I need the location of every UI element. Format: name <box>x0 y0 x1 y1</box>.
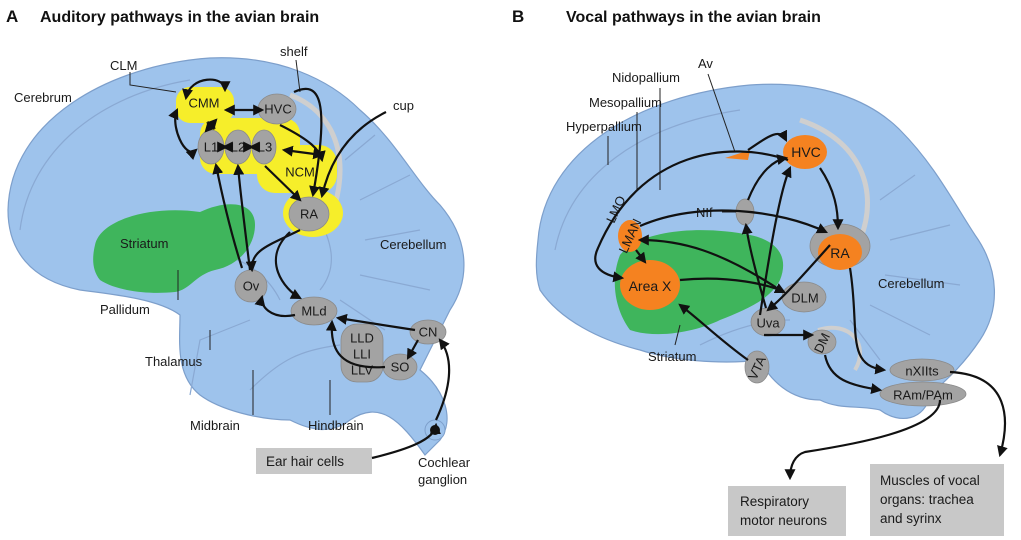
label-hyperpallium: Hyperpallium <box>566 119 642 134</box>
label-nif: NIf <box>696 205 713 220</box>
label-nidopallium: Nidopallium <box>612 70 680 85</box>
node-ra-a: RA <box>300 207 318 222</box>
node-l1: L1 <box>204 140 218 155</box>
node-lli: LLI <box>353 347 371 362</box>
shelf-arc-a <box>289 92 343 206</box>
label-mesopallium: Mesopallium <box>589 95 662 110</box>
arrows-b <box>594 129 1008 481</box>
panel-a-letter: A <box>6 7 18 26</box>
node-rampam: RAm/PAm <box>893 388 953 403</box>
label-ganglion: ganglion <box>418 472 467 487</box>
box-ear-hair-cells <box>256 448 372 474</box>
cerebellum-folds-a <box>19 79 431 396</box>
node-mld: MLd <box>301 304 326 319</box>
panel-a: A Auditory pathways in the avian brain <box>6 7 471 487</box>
box-respiratory-line2: motor neurons <box>740 513 827 528</box>
node-nxiits: nXIIts <box>905 364 939 379</box>
node-hvc-a: HVC <box>264 102 291 117</box>
node-ov: Ov <box>243 279 260 294</box>
label-thalamus: Thalamus <box>145 354 203 369</box>
dm-arc <box>817 325 862 372</box>
orange-nuclei <box>618 135 862 310</box>
label-cerebellum-b: Cerebellum <box>878 276 944 291</box>
box-respiratory <box>728 486 846 536</box>
panel-b-letter: B <box>512 7 524 26</box>
cerebellum-folds-b <box>554 109 961 361</box>
node-hvc-b: HVC <box>791 144 821 160</box>
panel-a-title: Auditory pathways in the avian brain <box>40 9 319 26</box>
label-striatum-a: Striatum <box>120 236 168 251</box>
box-respiratory-line1: Respiratory <box>740 494 809 509</box>
label-cerebellum-a: Cerebellum <box>380 237 446 252</box>
label-shelf: shelf <box>280 44 308 59</box>
box-muscles <box>870 464 1004 536</box>
node-l2: L2 <box>231 140 245 155</box>
box-ear-hair-cells-label: Ear hair cells <box>266 454 344 469</box>
box-muscles-line3: and syrinx <box>880 511 942 526</box>
label-av: Av <box>698 56 713 71</box>
node-l3: L3 <box>258 140 272 155</box>
node-dlm: DLM <box>791 291 818 306</box>
label-cerebrum: Cerebrum <box>14 90 72 105</box>
node-cn: CN <box>419 325 438 340</box>
node-so: SO <box>391 360 410 375</box>
arrows-a <box>168 78 451 460</box>
gray-nuclei-a <box>197 93 447 383</box>
label-cup: cup <box>393 98 414 113</box>
node-areax: Area X <box>629 278 672 294</box>
label-midbrain: Midbrain <box>190 418 240 433</box>
label-pallidum: Pallidum <box>100 302 150 317</box>
panel-b: B Vocal pathways in the avian brain <box>512 7 1008 536</box>
striatum-a <box>93 204 255 293</box>
label-clm: CLM <box>110 58 137 73</box>
shelf-arc-b <box>799 117 870 241</box>
label-hindbrain: Hindbrain <box>308 418 364 433</box>
panel-b-title: Vocal pathways in the avian brain <box>566 9 821 26</box>
node-cmm-a: CMM <box>188 96 219 111</box>
node-lld: LLD <box>350 331 374 346</box>
node-ra-b: RA <box>830 245 850 261</box>
node-ncm: NCM <box>285 165 315 180</box>
node-uva: Uva <box>756 316 780 331</box>
box-muscles-line1: Muscles of vocal <box>880 473 980 488</box>
label-cochlear: Cochlear <box>418 455 471 470</box>
pointer-lines-a <box>129 59 331 415</box>
box-muscles-line2: organs: trachea <box>880 492 974 507</box>
label-striatum-b: Striatum <box>648 349 696 364</box>
